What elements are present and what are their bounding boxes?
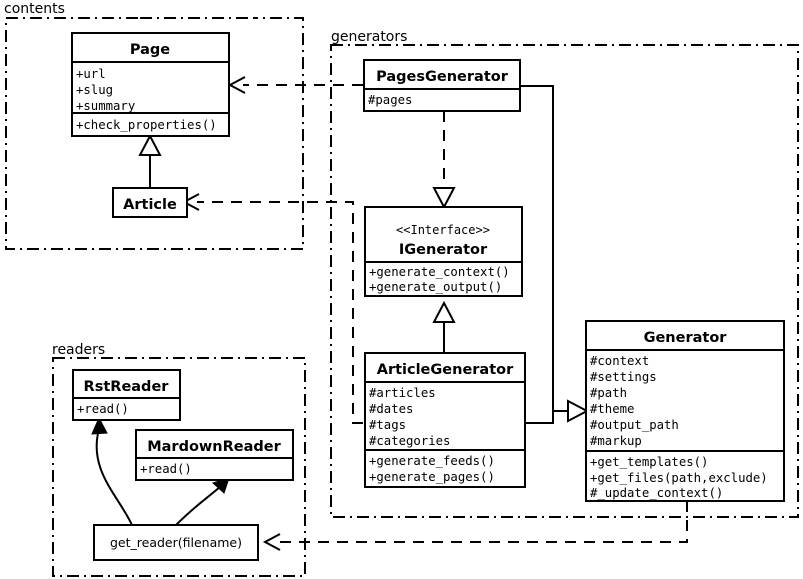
class-box-pages-generator[interactable]: PagesGenerator #pages [363, 59, 521, 112]
arrow-line-getreader-mardownreader [175, 485, 222, 526]
class-generator-attr-path: #path [590, 386, 627, 400]
function-box-get-reader[interactable]: get_reader(filename) [93, 524, 259, 561]
class-generator-attr-output-path: #output_path [590, 418, 679, 432]
relation-generator-to-getreader [262, 501, 688, 551]
class-igenerator-method-generate-context: +generate_context() [369, 265, 510, 279]
dependency-arrowhead-getreader [262, 533, 281, 551]
class-box-article[interactable]: Article [112, 187, 188, 218]
class-generator-method-update-context: #_update_context() [590, 486, 723, 500]
function-getreader-label: get_reader(filename) [110, 535, 242, 550]
package-readers: readers [52, 342, 306, 577]
function-getreader-frame [93, 524, 259, 561]
class-pagesgenerator-frame [363, 59, 521, 112]
class-mardownreader-method-read: +read() [140, 462, 192, 476]
class-articlegenerator-attr-tags: #tags [369, 418, 406, 432]
generalization-arrowhead-igenerator-2 [432, 300, 456, 323]
class-pagesgenerator-attr-pages: #pages [368, 93, 412, 107]
class-generator-method-get-templates: +get_templates() [590, 455, 708, 469]
class-igenerator-title: IGenerator [399, 242, 488, 258]
package-contents: contents [4, 1, 304, 250]
generalization-line-articlegen-generator [525, 410, 568, 424]
class-generator-title: Generator [644, 330, 728, 346]
class-articlegenerator-attr-articles: #articles [369, 386, 436, 400]
class-box-igenerator[interactable]: <<Interface>> IGenerator +generate_conte… [364, 206, 523, 297]
class-generator-method-get-files: +get_files(path,exclude) [590, 471, 768, 485]
class-articlegenerator-method-generate-feeds: +generate_feeds() [369, 454, 495, 468]
class-rstreader-method-read: +read() [77, 402, 129, 416]
relation-articlegenerator-to-igenerator [432, 300, 456, 353]
class-generator-attr-context: #context [590, 354, 649, 368]
class-mardownreader-title: MardownReader [147, 439, 281, 455]
class-igenerator-method-generate-output: +generate_output() [369, 280, 502, 294]
class-articlegenerator-frame [364, 352, 526, 488]
package-contents-border [5, 17, 304, 250]
class-article-title: Article [123, 197, 177, 213]
class-box-mardown-reader[interactable]: MardownReader +read() [135, 429, 294, 481]
class-mardownreader-frame [135, 429, 294, 481]
class-page-attr-url: +url [76, 67, 106, 81]
package-contents-label: contents [4, 1, 65, 17]
package-generators-border [330, 44, 799, 518]
arrow-line-getreader-rstreader [95, 428, 133, 526]
generalization-arrowhead-generator [567, 399, 590, 423]
relation-pagesgenerator-to-generator [520, 85, 568, 412]
class-box-generator[interactable]: Generator #context #settings #path #them… [585, 320, 785, 502]
class-pagesgenerator-title: PagesGenerator [376, 69, 509, 85]
class-box-rst-reader[interactable]: RstReader +read() [72, 369, 181, 421]
relation-articlegenerator-to-generator [525, 399, 590, 424]
class-generator-attr-theme: #theme [590, 402, 634, 416]
class-articlegenerator-attr-dates: #dates [369, 402, 413, 416]
class-generator-attr-markup: #markup [590, 434, 642, 448]
package-generators-label: generators [331, 29, 407, 45]
class-articlegenerator-method-generate-pages: +generate_pages() [369, 470, 495, 484]
class-article-frame [112, 187, 188, 218]
relation-pagesgenerator-to-page [227, 76, 363, 94]
dependency-arrowhead-page [227, 76, 246, 94]
class-page-method-check-properties: +check_properties() [76, 118, 217, 132]
realization-arrowhead-igenerator [432, 187, 456, 210]
relation-getreader-to-mardownreader [175, 477, 230, 526]
class-igenerator-frame [364, 206, 523, 297]
arrowhead-rstreader [91, 416, 108, 435]
package-generators: generators [330, 29, 799, 518]
dependency-line-generator-getreader [278, 501, 688, 543]
class-page-attr-summary: +summary [76, 99, 135, 113]
dependency-line-articlegen-article [197, 201, 363, 424]
package-readers-label: readers [52, 342, 105, 358]
relation-getreader-to-rstreader [91, 416, 133, 526]
relation-article-to-page [138, 133, 162, 188]
class-articlegenerator-attr-categories: #categories [369, 434, 450, 448]
class-igenerator-stereotype: <<Interface>> [396, 223, 490, 237]
class-rstreader-title: RstReader [84, 379, 170, 395]
generalization-arrowhead-page [138, 133, 162, 156]
class-page-title: Page [130, 42, 170, 58]
class-box-article-generator[interactable]: ArticleGenerator #articles #dates #tags … [364, 352, 526, 488]
relation-pagesgenerator-to-igenerator [432, 111, 456, 210]
class-articlegenerator-title: ArticleGenerator [377, 362, 514, 378]
class-rstreader-frame [72, 369, 181, 421]
class-box-page[interactable]: Page +url +slug +summary +check_properti… [71, 32, 230, 137]
class-page-attr-slug: +slug [76, 83, 113, 97]
generalization-line-pagesgen-generator [520, 85, 568, 412]
package-readers-border [52, 357, 306, 577]
relation-articlegenerator-to-article [181, 193, 363, 424]
class-generator-attr-settings: #settings [590, 370, 657, 384]
class-page-frame [71, 32, 230, 137]
